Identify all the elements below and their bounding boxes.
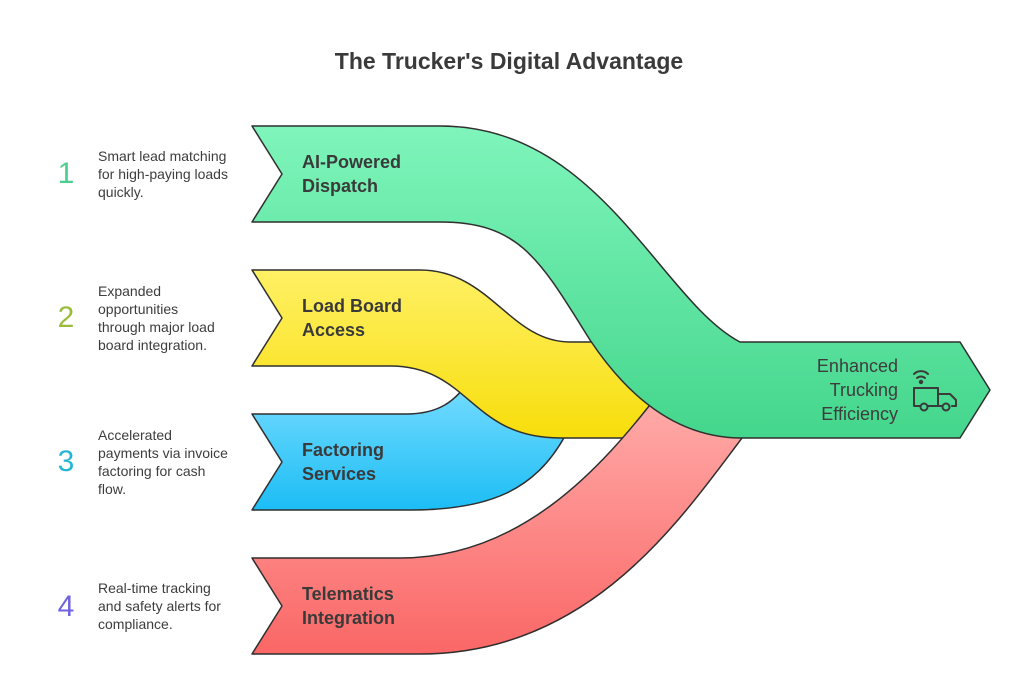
step-description-4: Real-time tracking and safety alerts for… <box>98 580 221 632</box>
label-factoring-services: Factoring Services <box>302 440 385 484</box>
label-telematics-integration: Telematics Integration <box>302 584 395 628</box>
outcome-label: Enhanced Trucking Efficiency <box>816 356 898 424</box>
step-description-2: Expanded opportunities through major loa… <box>98 283 215 353</box>
label-load-board-access: Load Board Access <box>302 296 403 340</box>
band-ai-powered-dispatch <box>251 125 991 439</box>
step-number-2: 2 <box>57 301 75 334</box>
truck-signal-icon <box>913 370 957 412</box>
band-load-board-access <box>251 269 661 439</box>
step-description-1: Smart lead matching for high-paying load… <box>98 148 228 200</box>
label-ai-powered-dispatch: AI-Powered Dispatch <box>302 152 402 196</box>
step-number-3: 3 <box>57 445 75 478</box>
step-number-4: 4 <box>57 590 75 623</box>
band-factoring-services <box>251 383 566 511</box>
band-telematics-integration <box>251 391 743 655</box>
step-number-1: 1 <box>57 157 75 190</box>
diagram-title: The Trucker's Digital Advantage <box>334 48 684 74</box>
step-description-3: Accelerated payments via invoice factori… <box>98 427 228 497</box>
